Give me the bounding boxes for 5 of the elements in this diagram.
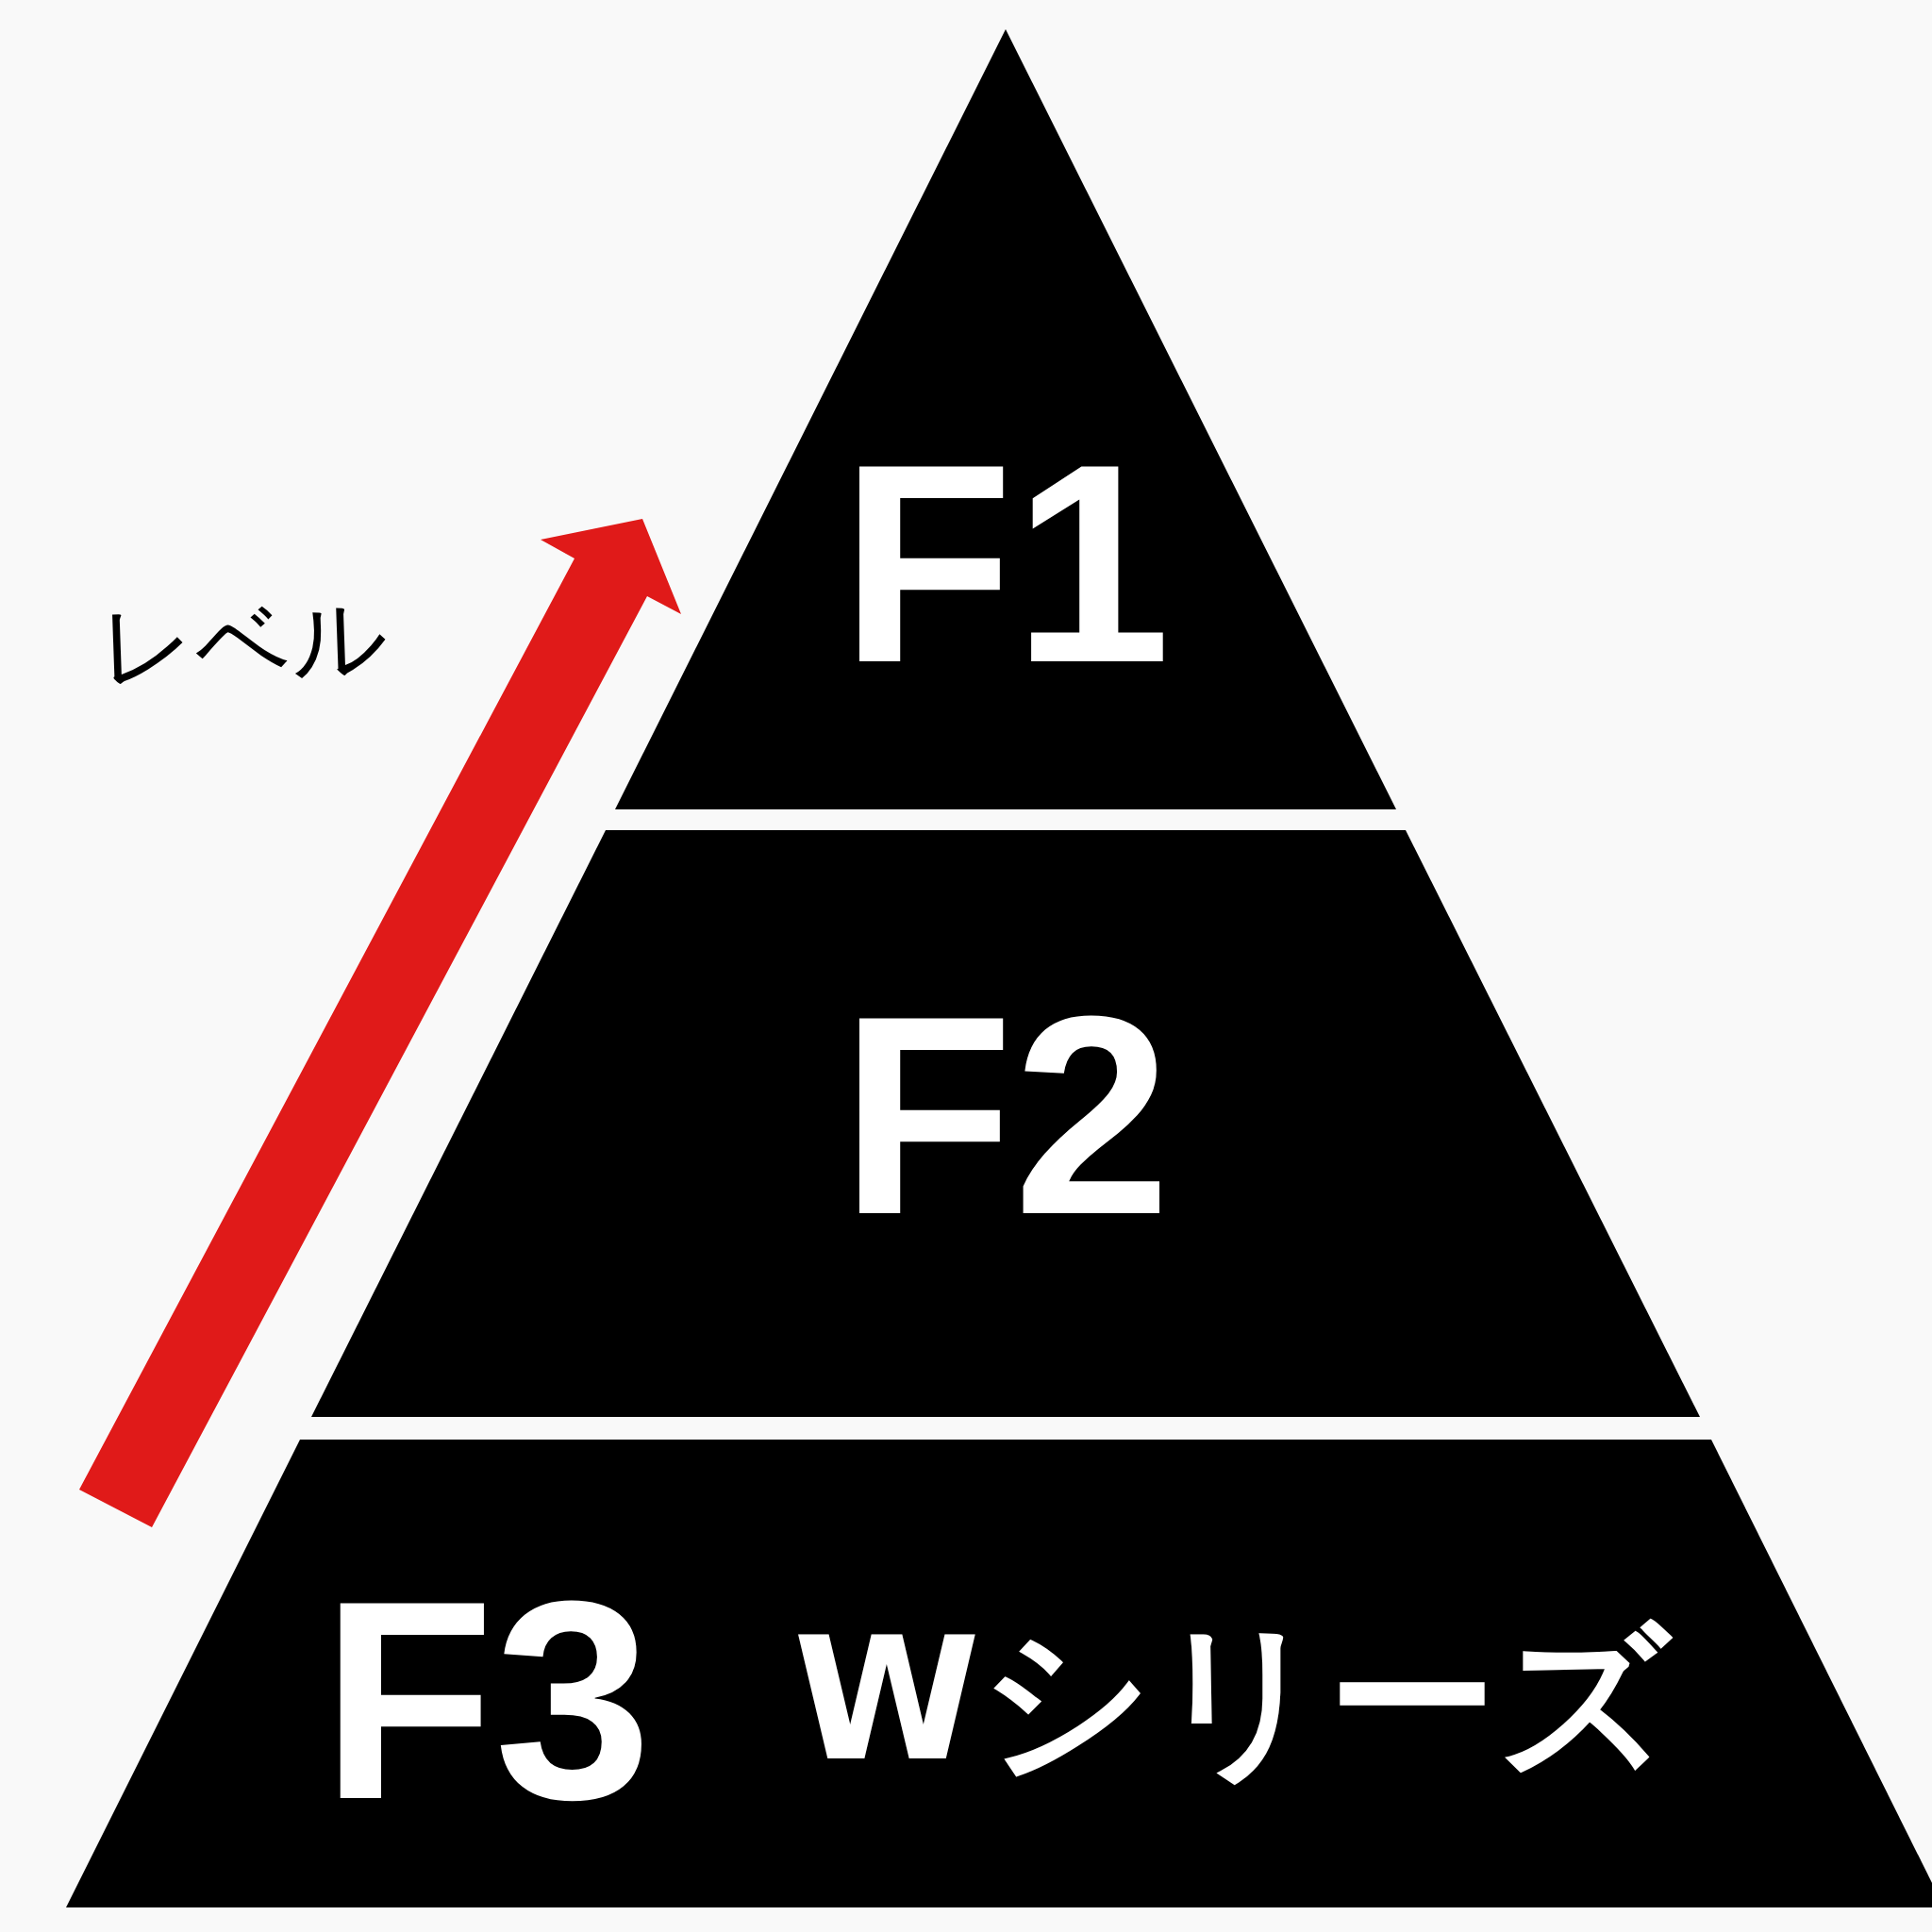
- tier-label: F1: [840, 422, 1172, 705]
- tier-label: F3: [321, 1558, 652, 1841]
- axis-label: レベル: [96, 580, 391, 705]
- tier-label: F2: [840, 974, 1172, 1257]
- tier-label: Wシリーズ: [792, 1615, 1672, 1785]
